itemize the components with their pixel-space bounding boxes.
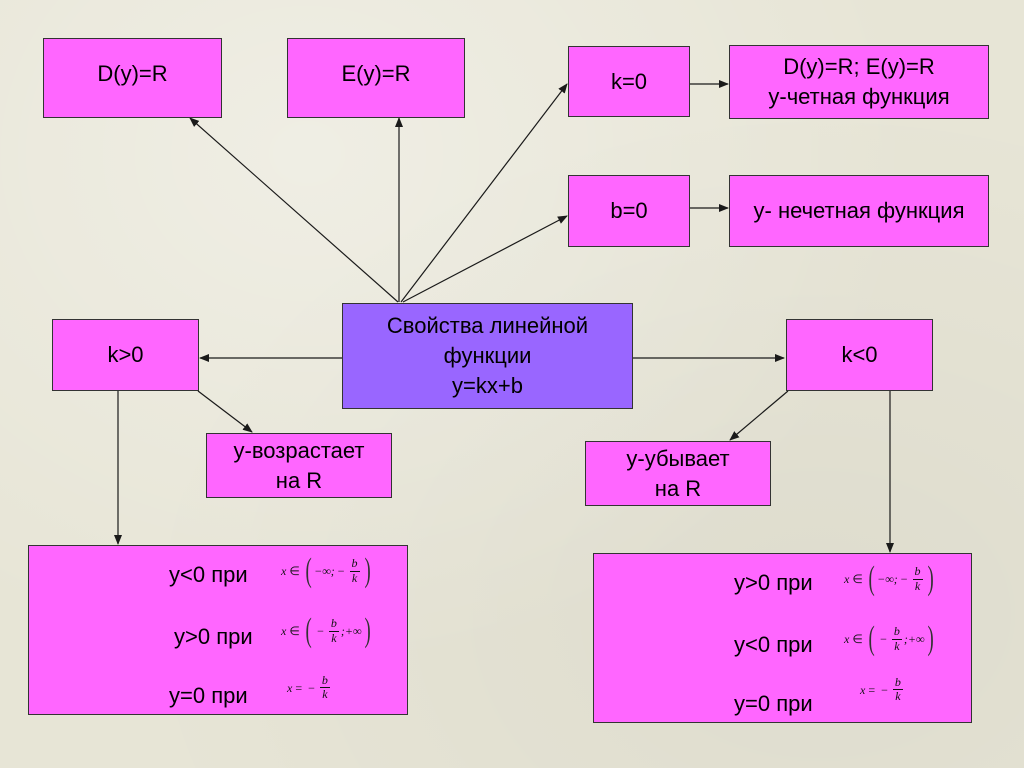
arrow-to-domain [189, 117, 399, 303]
k-neg-monotonic-line2: на R [654, 475, 702, 501]
k-pos-positive-text: y>0 при [174, 624, 253, 649]
center-box: Свойства линейной функции y=kx+b [342, 303, 633, 409]
k-neg-monotonic-box: y-убывает на R [585, 441, 771, 506]
range-box: E(y)=R [287, 38, 465, 118]
k-zero-box: k=0 [568, 46, 690, 117]
k-zero-result-line1: D(y)=R; E(y)=R [783, 54, 935, 80]
k-pos-negative-text: y<0 при [169, 562, 248, 587]
k-pos-monotonic-line2: на R [275, 467, 323, 493]
center-title-line1: Свойства линейной [386, 313, 589, 339]
k-neg-negative-text: y<0 при [734, 632, 813, 657]
k-neg-label: k<0 [841, 342, 878, 368]
k-pos-monotonic-box: y-возрастает на R [206, 433, 392, 498]
k-pos-label: k>0 [107, 342, 144, 368]
domain-box: D(y)=R [43, 38, 222, 118]
k-neg-monotonic-line1: y-убывает [626, 445, 730, 471]
center-title-line2: функции [443, 343, 532, 369]
arrow-to-b-zero [402, 215, 568, 303]
arrow-k-neg-monotonic [729, 390, 789, 441]
b-zero-box: b=0 [568, 175, 690, 247]
arrow-k-pos-monotonic [197, 390, 253, 433]
k-pos-monotonic-line1: y-возрастает [233, 437, 365, 463]
k-neg-positive-text: y>0 при [734, 570, 813, 595]
k-pos-zero-text: y=0 при [169, 683, 248, 708]
k-zero-label: k=0 [610, 68, 648, 94]
b-zero-result: y- нечетная функция [753, 198, 965, 224]
k-zero-result-line2: y-четная функция [768, 84, 950, 109]
arrow-to-k-zero [400, 83, 568, 303]
b-zero-label: b=0 [610, 198, 648, 224]
domain-text: D(y)=R [97, 61, 168, 86]
range-text: E(y)=R [341, 61, 411, 86]
k-pos-box: k>0 [52, 319, 199, 391]
center-equation: y=kx+b [452, 372, 523, 398]
k-zero-result-box: D(y)=R; E(y)=R y-четная функция [729, 45, 989, 119]
b-zero-result-box: y- нечетная функция [729, 175, 989, 247]
k-neg-zero-text: y=0 при [734, 691, 813, 716]
k-neg-box: k<0 [786, 319, 933, 391]
